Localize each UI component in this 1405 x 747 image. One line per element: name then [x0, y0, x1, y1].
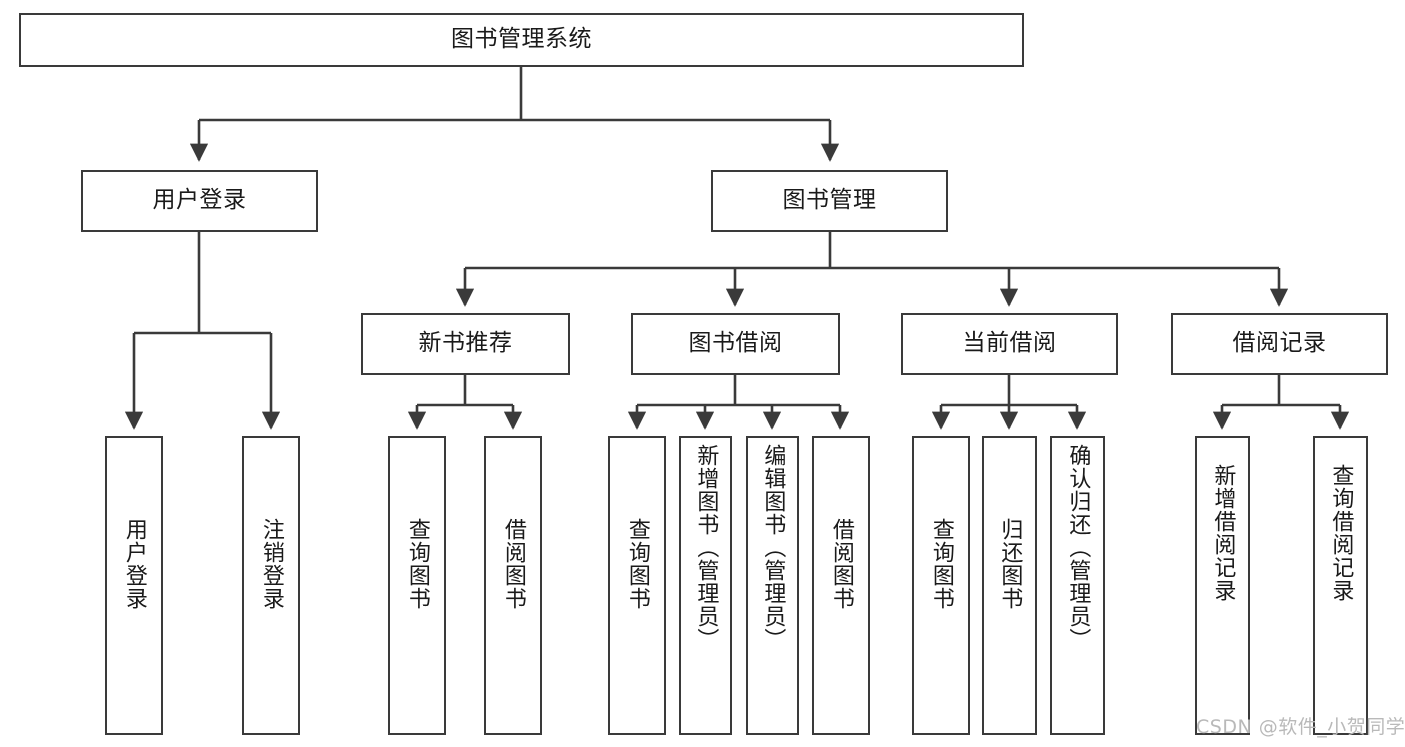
- node-label: 编辑图书（管理员）: [760, 444, 786, 651]
- node-leaf-query-book-current[interactable]: 查询图书: [912, 436, 970, 735]
- node-leaf-return-book[interactable]: 归还图书: [982, 436, 1037, 735]
- node-leaf-query-book-borrow[interactable]: 查询图书: [608, 436, 666, 735]
- node-label: 图书管理: [782, 187, 877, 214]
- node-label: 新增图书（管理员）: [693, 444, 719, 651]
- node-user-login[interactable]: 用户登录: [81, 170, 318, 232]
- node-label: 图书管理系统: [451, 26, 592, 53]
- node-label: 新书推荐: [418, 330, 513, 357]
- node-borrow-record[interactable]: 借阅记录: [1171, 313, 1388, 375]
- node-current-borrow[interactable]: 当前借阅: [901, 313, 1118, 375]
- node-leaf-borrow-book[interactable]: 借阅图书: [812, 436, 870, 735]
- node-label: 图书借阅: [688, 330, 783, 357]
- node-root-system[interactable]: 图书管理系统: [19, 13, 1024, 67]
- node-label: 查询图书: [404, 518, 430, 610]
- node-label: 查询图书: [624, 518, 650, 610]
- node-label: 借阅图书: [500, 518, 526, 610]
- node-leaf-add-borrow-record[interactable]: 新增借阅记录: [1195, 436, 1250, 735]
- node-leaf-borrow-book-recommend[interactable]: 借阅图书: [484, 436, 542, 735]
- csdn-watermark: CSDN @软件_小贺同学: [1196, 716, 1405, 738]
- node-leaf-query-book-recommend[interactable]: 查询图书: [388, 436, 446, 735]
- node-book-borrow[interactable]: 图书借阅: [631, 313, 840, 375]
- node-label: 借阅记录: [1232, 330, 1327, 357]
- node-leaf-edit-book-admin[interactable]: 编辑图书（管理员）: [746, 436, 799, 735]
- node-label: 借阅图书: [828, 518, 854, 610]
- node-book-management[interactable]: 图书管理: [711, 170, 948, 232]
- node-label: 查询图书: [928, 518, 954, 610]
- node-new-book-recommend[interactable]: 新书推荐: [361, 313, 570, 375]
- node-label: 确认归还（管理员）: [1065, 444, 1091, 651]
- node-label: 注销登录: [258, 518, 284, 610]
- node-label: 用户登录: [152, 187, 247, 214]
- node-label: 新增借阅记录: [1210, 464, 1236, 602]
- node-leaf-add-book-admin[interactable]: 新增图书（管理员）: [679, 436, 732, 735]
- node-label: 查询借阅记录: [1328, 464, 1354, 602]
- node-leaf-confirm-return-admin[interactable]: 确认归还（管理员）: [1050, 436, 1105, 735]
- node-label: 当前借阅: [962, 330, 1057, 357]
- node-label: 用户登录: [121, 518, 147, 610]
- node-leaf-query-borrow-record[interactable]: 查询借阅记录: [1313, 436, 1368, 735]
- node-label: 归还图书: [997, 518, 1023, 610]
- node-leaf-user-login[interactable]: 用户登录: [105, 436, 163, 735]
- node-leaf-logout[interactable]: 注销登录: [242, 436, 300, 735]
